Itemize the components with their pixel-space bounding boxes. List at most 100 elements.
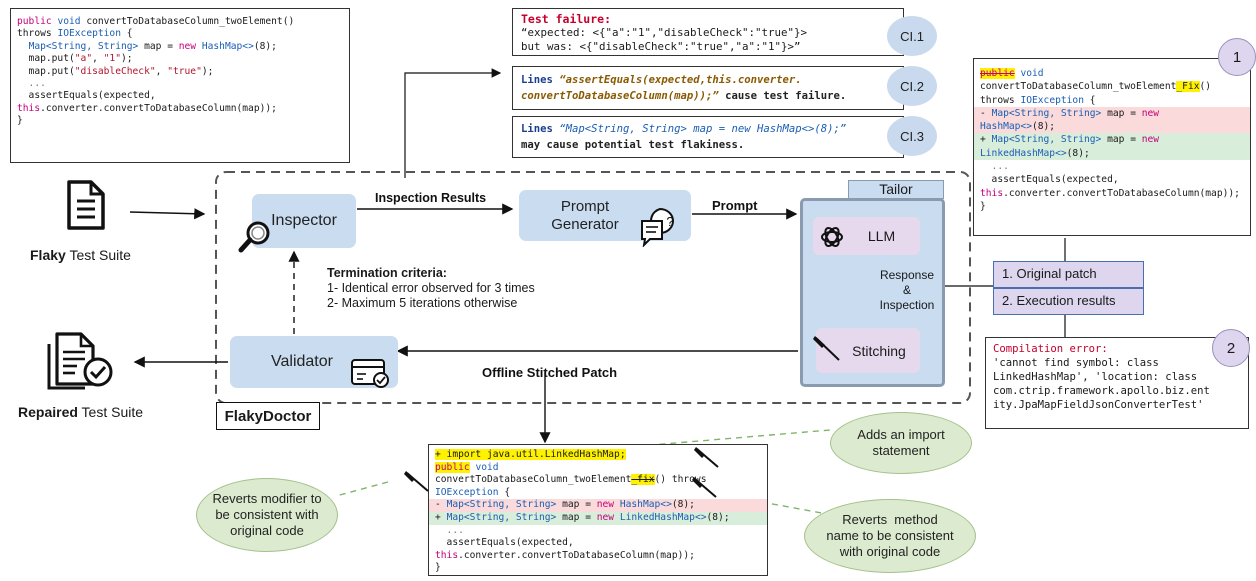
compilation-error-box: Compilation error: 'cannot find symbol: …: [985, 337, 1249, 429]
ci2-box: Lines “assertEquals(expected,this.conver…: [512, 66, 904, 110]
ci1-box: Test failure: “expected: <{"a":"1","disa…: [512, 8, 904, 56]
code-token: + import java.util.LinkedHashMap;: [435, 449, 626, 460]
code-token: "a": [74, 53, 93, 65]
code-token: map =: [556, 499, 597, 511]
validator-label: Validator: [271, 353, 333, 370]
code-line: HashMap<>(8);: [974, 120, 1250, 134]
code-token: (8);: [1066, 147, 1090, 159]
termination-criteria: Termination criteria: 1- Identical error…: [327, 266, 535, 311]
prompt-label: Prompt: [712, 198, 758, 213]
code-line: public void: [435, 461, 761, 475]
code-token: LinkedHashMap<>: [619, 511, 707, 523]
repaired-suite-rest: Test Suite: [77, 404, 144, 420]
code-token: HashMap<>: [201, 40, 254, 52]
stitching-label: Stitching: [852, 342, 906, 359]
code-line: ...: [980, 160, 1244, 173]
arrow-suite-to-inspector: [129, 208, 206, 220]
tailor-label: Tailor: [848, 180, 944, 199]
compile-error-line: 'cannot find symbol: class: [993, 357, 1159, 369]
patch-number-badge: 1: [1218, 38, 1256, 76]
code-token: map.put(: [17, 65, 75, 77]
code-token: assertEquals(expected,: [17, 90, 156, 102]
ci2-code2: convertToDatabaseColumn(map));”: [521, 90, 719, 102]
needle-icon: [813, 336, 840, 361]
code-token: void: [475, 461, 499, 473]
code-line: - Map<String, String> map = new: [974, 106, 1250, 121]
code-line: + Map<String, String> map = new LinkedHa…: [429, 511, 767, 525]
code-line: public void: [980, 67, 1244, 80]
code-line: IOException {: [435, 487, 761, 500]
code-token: this: [17, 102, 41, 114]
code-token: .converter.convertToDatabaseColumn(map))…: [1003, 187, 1240, 199]
ci2-prefix: Lines: [521, 74, 560, 86]
annotation-line-modifier: [335, 481, 389, 497]
ci3-prefix: Lines: [521, 123, 560, 135]
code-token: "1": [103, 53, 121, 65]
llm-box: LLM: [813, 217, 920, 255]
code-token: convertToDatabaseColumn_twoElement: [435, 474, 632, 486]
offline-patch-label: Offline Stitched Patch: [482, 365, 618, 380]
code-token: (8);: [1031, 121, 1056, 133]
code-token: );: [120, 53, 133, 65]
ci1-line2: but was: <{"disableCheck":"true","a":"1"…: [521, 40, 801, 53]
code-token: .converter.convertToDatabaseColumn(map))…: [458, 549, 695, 561]
code-token: -: [435, 499, 447, 511]
execution-results-box: 2. Execution results: [993, 288, 1144, 315]
original-patch-box: 1. Original patch: [993, 261, 1144, 288]
code-token: HashMap<>: [980, 121, 1032, 133]
code-token: _fix: [631, 474, 655, 486]
card-check-icon: [351, 359, 389, 388]
annotation-reverts-modifier: Reverts modifier to be consistent with o…: [196, 478, 338, 552]
code-token: [17, 41, 29, 52]
llm-label: LLM: [867, 228, 896, 244]
code-line: throws IOException {: [17, 28, 343, 40]
error-number-badge: 2: [1212, 329, 1250, 367]
openai-icon: [821, 226, 843, 248]
code-token: (8);: [253, 40, 277, 52]
code-line: assertEquals(expected,: [17, 90, 343, 102]
code-line: - Map<String, String> map = new HashMap<…: [429, 499, 767, 512]
ci1-title: Test failure:: [521, 12, 612, 26]
code-token: IOException: [57, 28, 121, 40]
code-token: Map<String, String>: [446, 511, 557, 523]
code-token: {: [1083, 94, 1096, 106]
code-token: }: [435, 562, 441, 574]
code-token: assertEquals(expected,: [980, 174, 1119, 186]
code-token: () throws: [654, 474, 707, 486]
stitched-patch-code: + import java.util.LinkedHashMap;public …: [428, 444, 768, 576]
code-token: Map<String, String>: [991, 107, 1102, 119]
code-token: throws: [17, 28, 58, 40]
code-line: map.put("disableCheck", "true");: [17, 66, 343, 78]
ci2-suffix: cause test failure.: [718, 90, 847, 102]
code-line: this.converter.convertToDatabaseColumn(m…: [980, 187, 1244, 200]
ci2-code1: “assertEquals(expected,this.converter.: [559, 74, 802, 86]
code-token: IOException: [1020, 94, 1084, 106]
annotation-reverts-method: Reverts method name to be consistent wit…: [804, 499, 976, 573]
code-token: Map<String, String>: [446, 499, 557, 511]
code-line: throws IOException {: [980, 94, 1244, 107]
flakydoctor-label: FlakyDoctor: [216, 402, 320, 430]
compile-error-line: LinkedHashMap', 'location: class: [993, 371, 1198, 383]
code-token: public: [435, 461, 470, 473]
code-token: new: [1141, 107, 1160, 119]
code-token: map =: [1101, 107, 1142, 119]
needle-icon-import: [694, 447, 719, 468]
flaky-test-code: public void convertToDatabaseColumn_twoE…: [10, 8, 350, 163]
code-token: new: [178, 40, 202, 52]
code-token: IOException: [435, 486, 499, 498]
code-token: .converter.convertToDatabaseColumn(map))…: [40, 102, 277, 114]
code-token: "true": [167, 65, 202, 77]
compile-error-title: Compilation error:: [993, 343, 1108, 355]
code-token: new: [1141, 134, 1160, 146]
ci3-box: Lines “Map<String, String> map = new Has…: [512, 116, 904, 158]
code-line: this.converter.convertToDatabaseColumn(m…: [17, 103, 343, 115]
ci1-line1: “expected: <{"a":"1","disableCheck":"tru…: [521, 26, 808, 39]
code-line: convertToDatabaseColumn_twoElement_Fix(): [980, 80, 1244, 93]
inspector-label: Inspector: [271, 212, 337, 229]
needle-icon-method: [692, 477, 717, 498]
termination-2: 2- Maximum 5 iterations otherwise: [327, 296, 518, 310]
code-line: map.put("a", "1");: [17, 53, 343, 65]
code-token: (8);: [706, 511, 730, 523]
code-line: public void convertToDatabaseColumn_twoE…: [17, 16, 343, 28]
